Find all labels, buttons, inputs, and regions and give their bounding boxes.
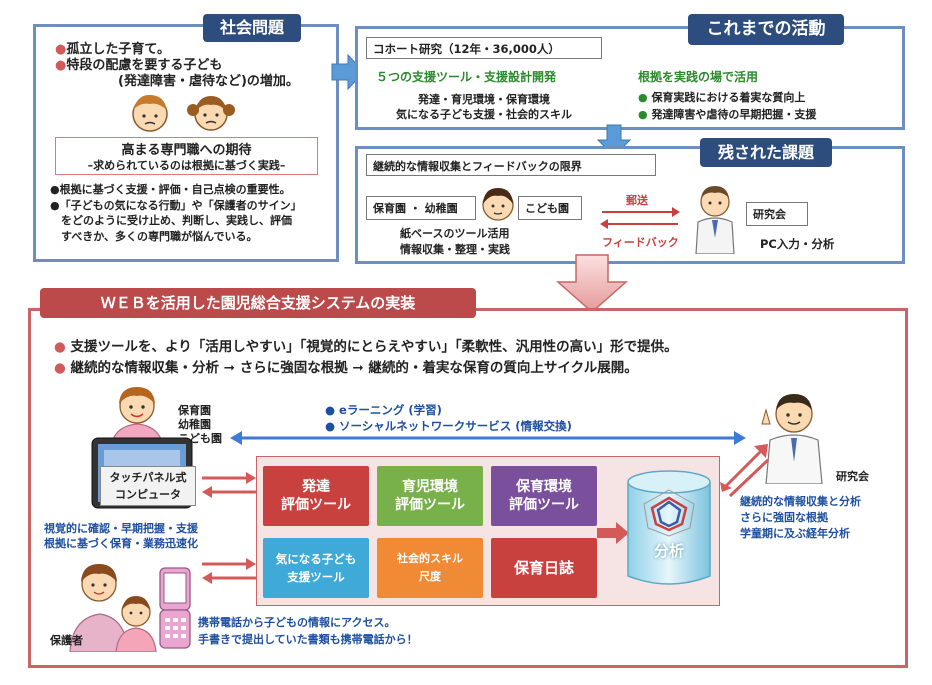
tool-social-skill: 社会的スキル尺度 bbox=[377, 538, 483, 598]
expectation-subtitle: –求められているのは根拠に基づく実践– bbox=[87, 159, 286, 172]
sns-label: ● ソーシャルネットワークサービス (情報交換) bbox=[325, 419, 572, 433]
tool-parenting-env: 育児環境評価ツール bbox=[377, 466, 483, 526]
phone-line: 手書きで提出していた書類も携帯電話から！ bbox=[198, 633, 418, 646]
feedback-label: フィードバック bbox=[602, 236, 679, 249]
facility-name: 幼稚園 bbox=[178, 418, 211, 431]
social-note-line: ●「子どもの気になる行動」や「保護者のサイン」 bbox=[50, 198, 302, 212]
guardian-child-icon bbox=[69, 564, 157, 652]
tablet-label: コンピュータ bbox=[115, 488, 181, 501]
tablet-label: タッチパネル式 bbox=[109, 471, 187, 484]
researcher-icon bbox=[695, 186, 735, 254]
phone-exchange-arrows-icon bbox=[202, 558, 256, 584]
research-exchange-arrows-icon bbox=[720, 444, 770, 498]
social-note-line: すべきか、多くの専門職が悩んでいる。 bbox=[50, 229, 258, 243]
analysis-database-icon bbox=[627, 470, 711, 585]
double-arrow-icon bbox=[230, 431, 746, 445]
mail-label: 郵送 bbox=[626, 194, 648, 207]
social-note-line: をどのように受け止め、判断し、実践し、評価 bbox=[50, 214, 292, 227]
social-notes: ●根拠に基づく支援・評価・自己点検の重要性。 ●「子どもの気になる行動」や「保護… bbox=[50, 182, 302, 244]
cohort-box: コホート研究（12年・36,000人） bbox=[366, 37, 602, 59]
web-research-label: 研究会 bbox=[836, 470, 869, 483]
limit-box: 継続的な情報収集とフィードバックの限界 bbox=[366, 154, 656, 176]
guardian-label: 保護者 bbox=[50, 634, 83, 647]
research-line: 継続的な情報収集と分析 bbox=[740, 495, 861, 508]
activities-header: これまでの活動 bbox=[688, 14, 844, 45]
mobile-phone-icon bbox=[159, 567, 191, 649]
tools-title: ５つの支援ツール・支援設計開発 bbox=[376, 70, 557, 84]
research-lines: 継続的な情報収集と分析 さらに強固な根拠 学童期に及ぶ経年分析 bbox=[740, 494, 861, 542]
social-problem-header: 社会問題 bbox=[203, 14, 301, 42]
facility-box: 保育園 ・ 幼稚園 bbox=[366, 196, 476, 220]
tool-concern-support: 気になる子ども支援ツール bbox=[263, 538, 369, 598]
practice-item: ● 保育実践における着実な質向上 bbox=[638, 91, 806, 104]
social-bullet-2: ●特段の配慮を要する子ども bbox=[55, 58, 223, 73]
tablet-caption: 根拠に基づく保育・業務迅速化 bbox=[44, 537, 198, 550]
boy-face-icon bbox=[132, 94, 168, 132]
web-bullet: ● 継続的な情報収集・分析 ➞ さらに強固な根拠 ➞ 継続的・着実な保育の質向上… bbox=[54, 360, 638, 376]
tablet-label-box bbox=[100, 466, 196, 506]
tool-childcare-env: 保育環境評価ツール bbox=[491, 466, 597, 526]
practice-item: ● 発達障害や虐待の早期把握・支援 bbox=[638, 108, 817, 121]
web-bullet: ● 支援ツールを、より「活用しやすい」「視覚的にとらえやすい」「柔軟性、汎用性の… bbox=[54, 339, 678, 355]
doctor-icon bbox=[761, 394, 823, 484]
elearning-label: ● eラーニング (学習) bbox=[325, 403, 442, 417]
issues-header: 残された課題 bbox=[700, 138, 832, 167]
paper-line: 紙ベースのツール活用 bbox=[400, 227, 510, 240]
facility-name: 保育園 bbox=[178, 404, 211, 417]
analysis-arrow-icon bbox=[597, 522, 629, 544]
tool-development: 発達評価ツール bbox=[263, 466, 369, 526]
child-face-icon bbox=[482, 188, 514, 221]
expectation-box bbox=[55, 137, 318, 175]
pc-label: PC入力・分析 bbox=[760, 237, 835, 251]
social-note-line: ●根拠に基づく支援・評価・自己点検の重要性。 bbox=[50, 183, 291, 196]
web-header: ＷＥＢを活用した園児総合支援システムの実装 bbox=[40, 288, 476, 318]
tools-line: 気になる子ども支援・社会的スキル bbox=[396, 108, 572, 121]
practice-title: 根拠を実践の場で活用 bbox=[638, 70, 759, 84]
research-line: さらに強固な根拠 bbox=[740, 511, 828, 524]
tablet-caption: 視覚的に確認・早期把握・支援 bbox=[44, 522, 198, 535]
research-box: 研究会 bbox=[746, 202, 808, 226]
exchange-arrows-icon bbox=[600, 207, 680, 229]
expectation-title: 高まる専門職への期待 bbox=[121, 143, 252, 158]
big-down-arrow-icon bbox=[556, 254, 628, 314]
research-line: 学童期に及ぶ経年分析 bbox=[740, 527, 850, 540]
tablet-exchange-arrows-icon bbox=[202, 472, 256, 498]
analysis-label: 分析 bbox=[653, 542, 684, 560]
social-bullet-1: ●孤立した子育て。 bbox=[55, 42, 170, 57]
girl-face-icon bbox=[187, 96, 235, 131]
paper-line: 情報収集・整理・実践 bbox=[400, 243, 510, 256]
social-bullet-3: (発達障害・虐待など)の増加。 bbox=[118, 74, 299, 89]
kodomoen-box: こども園 bbox=[518, 196, 582, 220]
tools-line: 発達・育児環境・保育環境 bbox=[418, 93, 550, 106]
tool-journal: 保育日誌 bbox=[491, 538, 597, 598]
phone-line: 携帯電話から子どもの情報にアクセス。 bbox=[198, 616, 396, 629]
